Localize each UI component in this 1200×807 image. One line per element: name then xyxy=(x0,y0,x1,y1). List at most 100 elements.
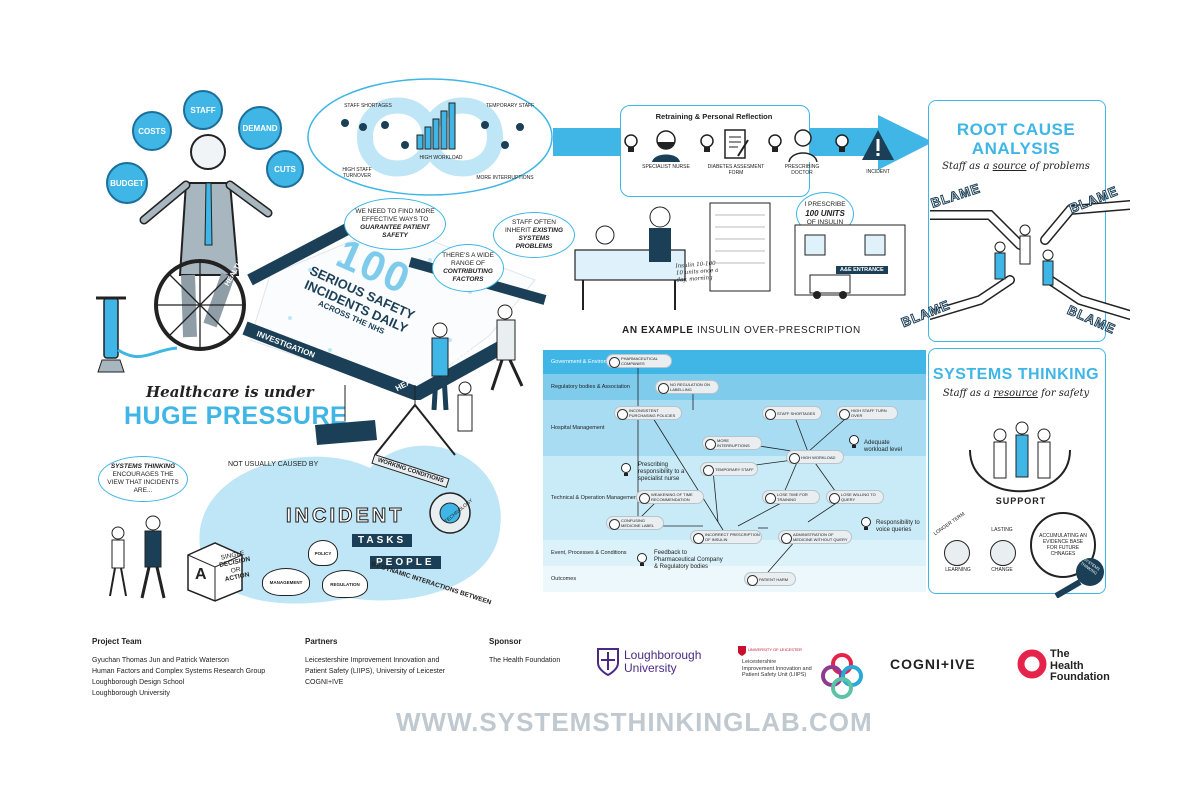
footer-team-line: Gyuchan Thomas Jun and Patrick Waterson xyxy=(92,657,229,664)
footer-partner-line: Leicestershire Improvement Innovation an… xyxy=(305,657,440,664)
flow-node-high-staff-turnover: HIGH STAFF TURN OVER xyxy=(836,406,898,420)
speech-inherit-pre: STAFF OFTEN INHERIT xyxy=(504,218,556,234)
ae-entrance-sign: A&E ENTRANCE xyxy=(836,266,888,274)
st-subtitle-em: resource xyxy=(993,388,1038,399)
speech-st-post: ENCOURAGES THE VIEW THAT INCIDENTS ARE..… xyxy=(107,470,179,495)
rca-title-line1: ROOT CAUSE xyxy=(956,120,1076,139)
hf-line3: Foundation xyxy=(1050,671,1110,684)
flow-node-administration: ADMINISTRATION OF MEDICINE WITHOUT QUERY xyxy=(778,530,852,544)
website-url[interactable]: WWW.SYSTEMSTHINKINGLAB.COM xyxy=(396,707,873,737)
sack-regulation: REGULATION xyxy=(322,570,368,598)
blame-scene-illustration xyxy=(930,200,1130,320)
footer-partners-list: Leicestershire Improvement Innovation an… xyxy=(305,656,445,689)
incident-word: INCIDENT xyxy=(285,505,405,528)
hf-line2: Health xyxy=(1050,659,1084,672)
timeline-item-prescribing-doctor: PRESCRIBING DOCTOR xyxy=(784,164,820,176)
rca-subtitle-post: of problems xyxy=(1026,161,1090,172)
lightbulb-icon xyxy=(849,435,859,448)
reflection-box xyxy=(620,105,810,197)
cycle-label-high-workload: HIGH WORKLOAD xyxy=(419,155,463,161)
flow-row-label: Regulatory bodies & Association xyxy=(551,384,630,390)
lightbulb-icon xyxy=(624,134,638,152)
flow-row-events: Event, Processes & Conditions xyxy=(543,540,926,566)
unicyclist-illustration xyxy=(139,134,273,351)
loughborough-line2: University xyxy=(624,661,677,676)
speech-guarantee-safety: WE NEED TO FIND MORE EFFECTIVE WAYS TO G… xyxy=(344,198,446,250)
st-title: SYSTEMS THINKING xyxy=(932,366,1100,383)
people-word: PEOPLE xyxy=(370,556,441,569)
loughborough-crest-icon xyxy=(597,648,619,676)
flow-row-regulatory: Regulatory bodies & Association xyxy=(543,374,926,400)
footer-partner-line: Patient Safety (LIIPS), University of Le… xyxy=(305,667,446,675)
speech-guarantee-pre: WE NEED TO FIND MORE EFFECTIVE WAYS TO xyxy=(355,207,435,223)
st-subtitle: Staff as a resource for safety xyxy=(928,388,1104,399)
not-usually-caused-label: NOT USUALLY CAUSED BY xyxy=(228,461,319,468)
loughborough-line1: Loughborough xyxy=(624,648,702,662)
footer-sponsor: The Health Foundation xyxy=(489,657,561,664)
speech-guarantee-em: GUARANTEE PATIENT SAFETY xyxy=(360,224,430,240)
example-title: AN EXAMPLE INSULIN OVER-PRESCRIPTION xyxy=(622,325,861,336)
flow-note-voice-queries: Responsibility to voice queries xyxy=(876,520,920,534)
st-label-change: CHANGE xyxy=(991,567,1013,573)
hospital-scene-illustration xyxy=(574,202,906,310)
footer-team-line: Human Factors and Complex Systems Resear… xyxy=(92,667,266,675)
flow-node-patient-harm: PATIENT HARM xyxy=(744,572,796,586)
rca-subtitle-em: source xyxy=(992,161,1027,172)
sack-policy: POLICY xyxy=(308,540,338,566)
leicester-line3: Patient Safety Unit (LIIPS) xyxy=(742,672,807,679)
bubble-cuts: CUTS xyxy=(266,150,304,188)
speech-inherit-problems: STAFF OFTEN INHERIT EXISTING SYSTEMS PRO… xyxy=(493,212,575,258)
speech-prescribe-post: OF INSULIN xyxy=(806,219,844,227)
bubble-staff: STAFF xyxy=(183,90,223,130)
prescription-note: Insulin 10-100 10 units once a day, morn… xyxy=(675,260,719,284)
reflection-title: Retraining & Personal Reflection xyxy=(655,112,773,121)
support-label: SUPPORT xyxy=(995,496,1047,506)
speech-prescribe-pre: I PRESCRIBE xyxy=(804,200,846,208)
timeline-item-diabetes-form: DIABETES ASSESMENT FORM xyxy=(707,164,765,176)
partner-knot-logo-icon xyxy=(821,653,863,699)
sack-management: MANAGEMENT xyxy=(262,568,310,596)
flow-node-lose-time-training: LOSE TIME FOR TRAINING xyxy=(762,490,820,504)
lightbulb-icon xyxy=(835,134,849,152)
health-foundation-logo-text: The Health Foundation xyxy=(1050,648,1110,684)
bubble-demand: DEMAND xyxy=(238,106,282,150)
flow-node-pharma: PHARMACEUTICAL COMPANIES xyxy=(606,354,672,368)
flow-row-outcomes: Outcomes xyxy=(543,566,926,592)
flow-node-temporary-staff: TEMPORARY STAFF xyxy=(700,462,758,476)
magnifier-icon xyxy=(1054,558,1104,598)
example-title-bold: AN EXAMPLE xyxy=(622,325,694,336)
rca-subtitle-pre: Staff as a xyxy=(942,161,993,172)
pressure-title-line1: Healthcare is under xyxy=(146,383,314,401)
single-decision-label: SINGLE DECISION OR ACTION xyxy=(217,549,253,584)
speech-prescribe-em: 100 UNITS xyxy=(805,208,845,218)
hf-line1: The xyxy=(1050,648,1070,660)
lightbulb-icon xyxy=(700,134,714,152)
cycle-label-temporary-staff: TEMPORARY STAFF xyxy=(485,103,535,109)
speech-systems-thinking: SYSTEMS THINKING ENCOURAGES THE VIEW THA… xyxy=(98,456,188,502)
flow-note-feedback: Feedback to Pharmaceutical Company & Reg… xyxy=(654,550,723,571)
speech-inherit-em: EXISTING SYSTEMS PROBLEMS xyxy=(515,226,564,251)
flow-row-label: Outcomes xyxy=(551,576,577,582)
flow-node-no-regulation: NO REGULATION ON LABELLING xyxy=(655,380,719,394)
staff-figures-illustration xyxy=(431,304,524,432)
flow-node-incorrect-prescription: INCORRECT PRESCRIPTION OF INSULIN xyxy=(690,530,762,544)
st-subtitle-pre: Staff as a xyxy=(942,388,994,399)
learning-icon xyxy=(944,540,970,566)
leicester-line1: Leicestershire xyxy=(742,659,777,665)
footer-sponsor-heading: Sponsor xyxy=(489,637,522,646)
timeline-item-specialist-nurse: SPECIALIST NURSE xyxy=(642,164,690,170)
footer-team-line: Loughborough Design School xyxy=(92,678,185,686)
pressure-title-line2: HUGE PRESSURE xyxy=(124,402,348,430)
lightbulb-icon xyxy=(768,134,782,152)
flow-node-weakening: WEAKENING OF TIME RECOMMENDATION xyxy=(636,490,704,504)
st-subtitle-post: for safety xyxy=(1037,388,1090,399)
flow-node-high-workload: HIGH WORKLOAD xyxy=(786,450,844,464)
lightbulb-icon xyxy=(637,553,647,566)
technology-device-illustration xyxy=(429,492,471,534)
flow-row-label: Event, Processes & Conditions xyxy=(551,550,627,556)
speech-contributing-factors: THERE'S A WIDE RANGE OF CONTRIBUTING FAC… xyxy=(432,244,504,292)
rca-subtitle: Staff as a source of problems xyxy=(928,161,1104,172)
flow-node-lose-willing-query: LOSE WILLING TO QUERY xyxy=(826,490,884,504)
lightbulb-icon xyxy=(861,517,871,530)
piano-crane-illustration xyxy=(315,385,456,456)
